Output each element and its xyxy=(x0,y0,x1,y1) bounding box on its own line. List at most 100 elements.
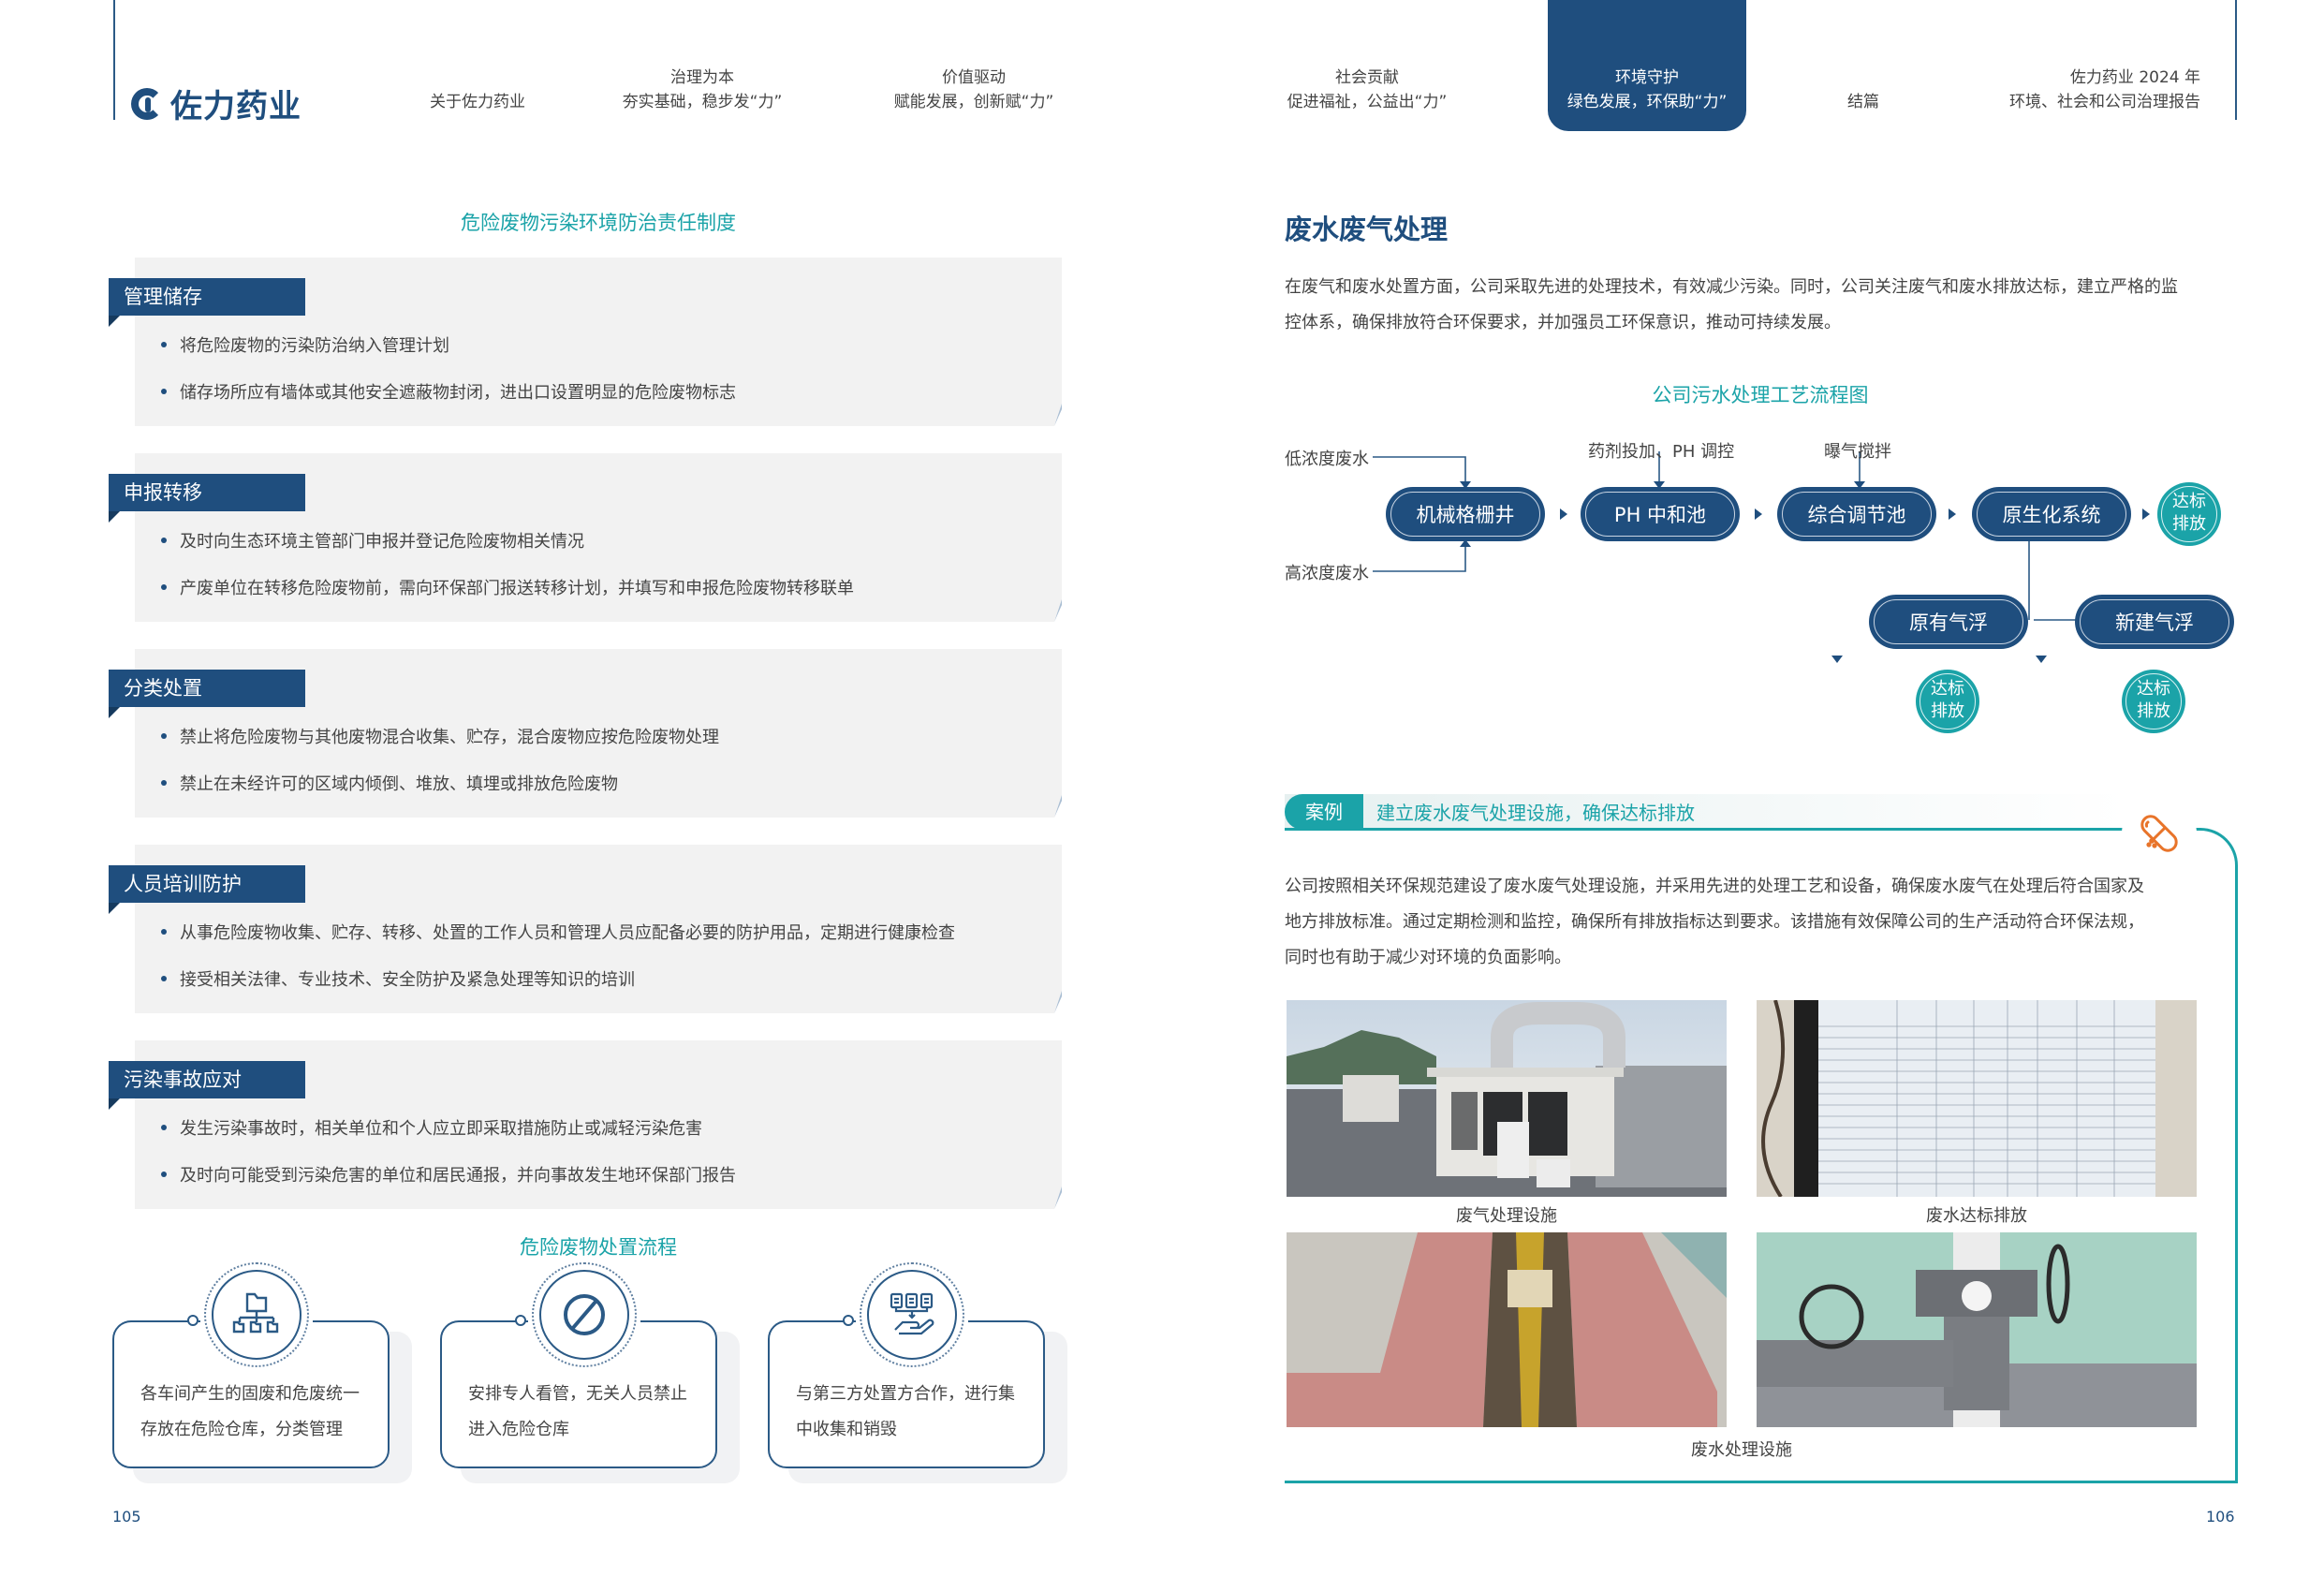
flow-card-text-line: 存放在危险仓库，分类管理 xyxy=(140,1420,343,1439)
flow-card-dot xyxy=(515,1315,526,1326)
page-number-right: 106 xyxy=(2206,1508,2235,1525)
case-title: 建立废水废气处理设施，确保达标排放 xyxy=(1376,802,1695,824)
nav-conclusion[interactable]: 结篇 xyxy=(1817,90,1910,114)
policy-bullet: 发生污染事故时，相关单位和个人应立即采取措施防止或减轻污染危害 xyxy=(161,1115,702,1140)
folder-hierarchy-icon xyxy=(212,1270,302,1360)
caption-wastewater-compliant: 废水达标排放 xyxy=(1926,1206,2027,1226)
panel-tag: 分类处置 xyxy=(109,670,305,707)
panel-tag: 申报转移 xyxy=(109,474,305,511)
output-label: 达标 xyxy=(2172,492,2206,511)
page-number-left: 105 xyxy=(112,1508,141,1525)
disposal-flow-title: 危险废物处置流程 xyxy=(520,1236,677,1259)
nav-label: 结篇 xyxy=(1847,93,1879,111)
policy-bullet: 禁止在未经许可的区域内倾倒、堆放、填埋或排放危险废物 xyxy=(161,771,618,795)
high-concentration-input: 高浓度废水 xyxy=(1285,564,1369,583)
responsibility-system-title: 危险废物污染环境防治责任制度 xyxy=(461,212,736,234)
output-compliant-discharge: 达标排放 xyxy=(2122,670,2185,733)
node-label: 新建气浮 xyxy=(2115,612,2194,634)
node-label: 综合调节池 xyxy=(1807,504,1906,526)
policy-bullet: 储存场所应有墙体或其他安全遮蔽物封闭，进出口设置明显的危险废物标志 xyxy=(161,379,736,404)
report-title: 佐力药业 2024 年 环境、社会和公司治理报告 xyxy=(2009,66,2200,114)
output-label: 达标 xyxy=(1931,679,1964,699)
arrow-down-icon xyxy=(1654,481,1665,489)
left-margin-line xyxy=(113,0,115,120)
flow-card-dot xyxy=(187,1315,199,1326)
arrow-right-icon xyxy=(1560,508,1567,520)
node-equalization-tank: 综合调节池 xyxy=(1777,487,1936,541)
caption-exhaust-gas-facility: 废气处理设施 xyxy=(1456,1206,1557,1226)
case-border xyxy=(2182,828,2238,1483)
node-mechanical-grille: 机械格栅井 xyxy=(1386,487,1545,541)
case-line: 地方排放标准。通过定期检测和监控，确保所有排放指标达到要求。该措施有效保障公司的… xyxy=(1285,912,2144,932)
panel-tag: 污染事故应对 xyxy=(109,1061,305,1098)
nav-governance[interactable]: 治理为本 夯实基础，稳步发“力” xyxy=(599,66,805,114)
case-line: 同时也有助于减少对环境的负面影响。 xyxy=(1285,948,1571,967)
node-biochemical-system: 原生化系统 xyxy=(1972,487,2131,541)
page-fold-icon xyxy=(1054,991,1062,1013)
flow-card-text-line: 各车间产生的固废和危废统一 xyxy=(140,1384,360,1404)
intro-line: 在废气和废水处置方面，公司采取先进的处理技术，有效减少污染。同时，公司关注废气和… xyxy=(1285,277,2178,297)
intro-line: 控体系，确保排放符合环保要求，并加强员工环保意识，推动可持续发展。 xyxy=(1285,313,1841,332)
nav-value[interactable]: 价值驱动 赋能发展，创新赋“力” xyxy=(871,66,1077,114)
page-fold-icon xyxy=(1054,404,1062,426)
servers-to-hand-icon xyxy=(867,1270,957,1360)
panel-tag-fold xyxy=(109,707,120,718)
flow-card-text-line: 进入危险仓库 xyxy=(468,1420,569,1439)
case-line: 公司按照相关环保规范建设了废水废气处理设施，并采用先进的处理工艺和设备，确保废水… xyxy=(1285,877,2144,896)
intro-paragraph: 在废气和废水处置方面，公司采取先进的处理技术，有效减少污染。同时，公司关注废气和… xyxy=(1285,270,2236,341)
panel-tag: 管理储存 xyxy=(109,278,305,316)
node-new-flotation: 新建气浮 xyxy=(2075,595,2234,649)
flow-card-1-text: 各车间产生的固废和危废统一 存放在危险仓库，分类管理 xyxy=(140,1377,384,1448)
policy-bullet: 禁止将危险废物与其他废物混合收集、贮存，混合废物应按危险废物处理 xyxy=(161,724,719,748)
flow-card-text-line: 中收集和销毁 xyxy=(796,1420,897,1439)
node-label: PH 中和池 xyxy=(1613,504,1707,526)
case-header-bar xyxy=(1285,794,2127,830)
nav-label-title: 治理为本 xyxy=(670,68,734,87)
output-compliant-discharge: 达标排放 xyxy=(1916,670,1979,733)
nav-label-title: 社会贡献 xyxy=(1335,68,1399,87)
company-logo[interactable]: 佐力药业 xyxy=(131,81,302,126)
arrow-up-icon xyxy=(1460,539,1471,547)
node-ph-neutralization: PH 中和池 xyxy=(1581,487,1740,541)
flowchart-connectors xyxy=(1373,451,2150,663)
policy-bullet: 及时向生态环境主管部门申报并登记危险废物相关情况 xyxy=(161,528,584,553)
nav-label-title: 价值驱动 xyxy=(942,68,1006,87)
wastewater-gas-title: 废水废气处理 xyxy=(1285,214,1449,245)
nav-social[interactable]: 社会贡献 促进福祉，公益出“力” xyxy=(1264,66,1470,114)
panel-tag-fold xyxy=(109,903,120,914)
page-fold-icon xyxy=(1054,1186,1062,1209)
nav-label-title: 环境守护 xyxy=(1615,68,1679,87)
nav-label-subtitle: 赋能发展，创新赋“力” xyxy=(893,93,1054,111)
policy-bullet: 从事危险废物收集、贮存、转移、处置的工作人员和管理人员应配备必要的防护用品，定期… xyxy=(161,920,955,944)
nav-label: 关于佐力药业 xyxy=(430,93,525,111)
policy-bullet: 及时向可能受到污染危害的单位和居民通报，并向事故发生地环保部门报告 xyxy=(161,1162,736,1186)
low-concentration-input: 低浓度废水 xyxy=(1285,450,1369,469)
aeration-annotation: 曝气搅拌 xyxy=(1824,442,1891,462)
arrow-down-icon xyxy=(2036,656,2047,663)
caption-wastewater-facility: 废水处理设施 xyxy=(1691,1440,1792,1460)
arrow-down-icon xyxy=(1854,481,1865,489)
output-label: 达标 xyxy=(2137,679,2170,699)
panel-tag: 人员培训防护 xyxy=(109,865,305,903)
capsule-icon xyxy=(2122,796,2197,871)
photo-wastewater-channel xyxy=(1287,1232,1727,1429)
prohibited-icon xyxy=(539,1270,629,1360)
arrow-right-icon xyxy=(1949,508,1956,520)
output-compliant-discharge: 达标排放 xyxy=(2157,482,2221,546)
page-fold-icon xyxy=(1054,795,1062,818)
arrow-down-icon xyxy=(1460,481,1471,489)
flow-card-2 xyxy=(440,1320,717,1468)
nav-about[interactable]: 关于佐力药业 xyxy=(393,90,562,114)
policy-bullet: 接受相关法律、专业技术、安全防护及紧急处理等知识的培训 xyxy=(161,966,635,991)
flow-card-dot xyxy=(843,1315,854,1326)
node-label: 原生化系统 xyxy=(2002,504,2101,526)
report-title-line1: 佐力药业 2024 年 xyxy=(2069,68,2200,87)
output-label: 排放 xyxy=(2172,514,2206,534)
node-label: 原有气浮 xyxy=(1909,612,1988,634)
nav-environment-active[interactable]: 环境守护 绿色发展，环保助“力” xyxy=(1548,0,1746,131)
nav-label-subtitle: 促进福祉，公益出“力” xyxy=(1287,93,1448,111)
flowchart-title: 公司污水处理工艺流程图 xyxy=(1652,384,1869,406)
output-label: 排放 xyxy=(1931,701,1964,721)
flow-card-3-text: 与第三方处置方合作，进行集 中收集和销毁 xyxy=(796,1377,1039,1448)
logo-mark-icon xyxy=(131,87,163,120)
